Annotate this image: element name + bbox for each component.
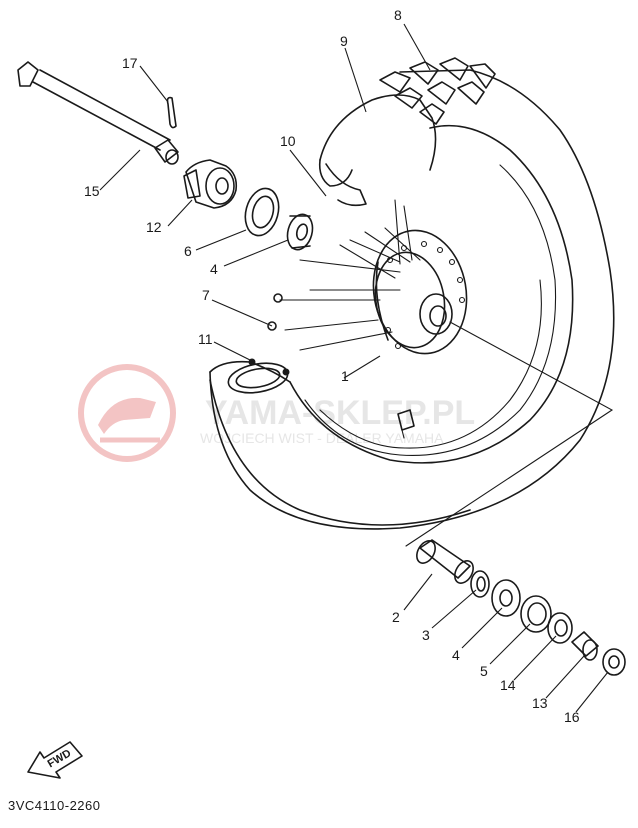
watermark-subtitle: WOJCIECH WIST - DEALER YAMAHA (200, 430, 444, 446)
part-bearing-lower (491, 579, 521, 617)
fwd-arrow-icon (27, 741, 83, 779)
leader-lines (99, 23, 609, 713)
part-distance-collar (571, 631, 599, 661)
fwd-arrow-label: FWD (46, 747, 74, 770)
callout-5: 5 (480, 663, 488, 679)
callout-4-upper: 4 (210, 261, 218, 277)
watermark-logo-icon (78, 364, 176, 462)
part-spokes (267, 199, 421, 351)
callout-11: 11 (198, 331, 213, 347)
fwd-arrow: FWD (27, 741, 83, 779)
callout-13: 13 (532, 695, 548, 711)
callout-10: 10 (280, 133, 296, 149)
part-axle (17, 61, 179, 165)
watermark-title: YAMA-SKLEP.PL (205, 394, 475, 432)
callout-15: 15 (84, 183, 100, 199)
exploded-axis-line (405, 321, 614, 547)
part-gear-unit (183, 159, 238, 209)
part-tire-and-rim (209, 57, 615, 530)
callout-16: 16 (564, 709, 580, 725)
drawing-code: 3VC4110-2260 (8, 798, 101, 813)
part-hub (372, 229, 468, 355)
part-cotter-pin (166, 96, 177, 129)
callout-14: 14 (500, 677, 516, 693)
hub-holes (384, 240, 466, 350)
callout-numbers: 1 2 3 4 4 5 6 7 8 9 10 11 12 13 14 15 16… (84, 7, 580, 725)
part-collar (416, 539, 474, 584)
callout-6: 6 (184, 243, 192, 259)
part-bearing-upper (286, 213, 314, 251)
part-rim-band (227, 358, 290, 394)
part-axle-nut (602, 648, 626, 676)
callout-8: 8 (394, 7, 402, 23)
callout-7: 7 (202, 287, 210, 303)
callout-3: 3 (422, 627, 430, 643)
part-washer (547, 612, 573, 644)
part-oil-seal (244, 187, 280, 237)
part-spacer (470, 570, 490, 598)
part-oil-seal-lower (520, 595, 552, 633)
callout-2: 2 (392, 609, 400, 625)
watermark: YAMA-SKLEP.PL WOJCIECH WIST - DEALER YAM… (78, 364, 475, 462)
callout-17: 17 (122, 55, 138, 71)
callout-9: 9 (340, 33, 348, 49)
callout-1: 1 (341, 368, 349, 384)
callout-12: 12 (146, 219, 162, 235)
callout-4-lower: 4 (452, 647, 460, 663)
